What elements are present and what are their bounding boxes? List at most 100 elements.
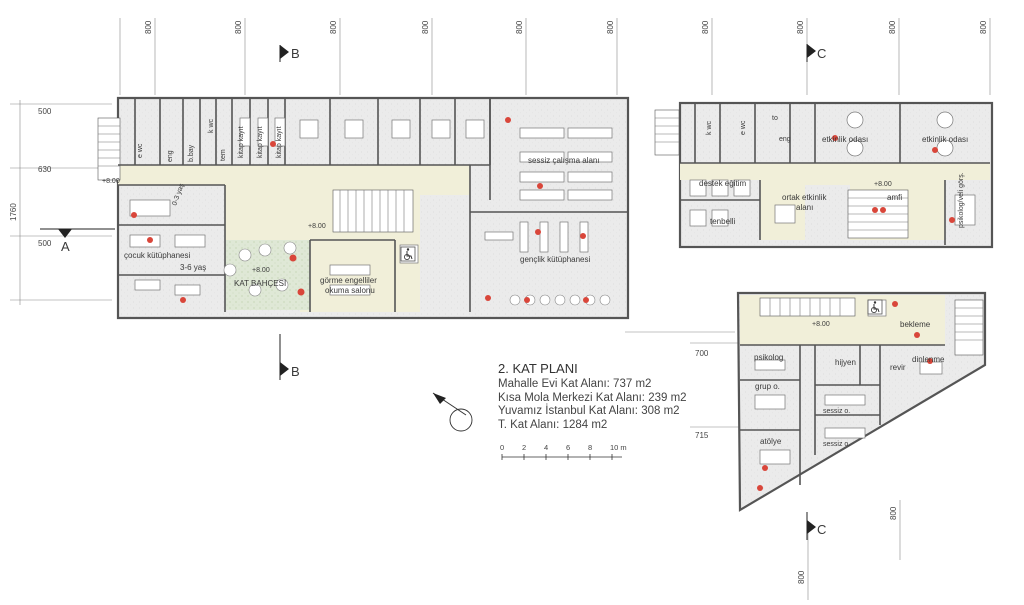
dim-label: 800 bbox=[979, 20, 988, 34]
level-label: +8.00 bbox=[102, 178, 120, 185]
room-label: revir bbox=[890, 363, 906, 372]
furniture bbox=[689, 111, 976, 227]
level-label: +8.00 bbox=[252, 267, 270, 274]
room-label: okuma salonu bbox=[325, 286, 375, 295]
section-marker-b-bottom: B bbox=[279, 334, 300, 380]
accent-figures bbox=[131, 117, 589, 303]
dimension-lines bbox=[10, 18, 991, 600]
dim-label: 800 bbox=[796, 20, 805, 34]
room-label: kitap kayıt bbox=[257, 126, 264, 158]
scale-tick: 10 m bbox=[610, 443, 627, 452]
north-arrow-icon bbox=[432, 392, 473, 432]
stairs bbox=[654, 109, 909, 239]
level-label: +8.00 bbox=[308, 223, 326, 230]
room-label: tem bbox=[220, 149, 227, 161]
section-label: B bbox=[291, 46, 300, 61]
dim-label: 630 bbox=[38, 165, 52, 174]
room-label: eng bbox=[167, 150, 174, 162]
dimension-labels-top-right: 800 800 800 800 bbox=[701, 20, 988, 34]
room-label: sessiz çalışma alanı bbox=[528, 156, 600, 165]
accent-figures bbox=[757, 301, 933, 491]
scale-tick: 8 bbox=[588, 443, 593, 452]
scale-bar-graphic bbox=[501, 454, 622, 460]
dim-label: 800 bbox=[888, 20, 897, 34]
building-yuvamiz bbox=[736, 291, 987, 512]
section-label: C bbox=[817, 522, 826, 537]
dim-label: 800 bbox=[421, 20, 430, 34]
room-label: etkinlik odası bbox=[822, 135, 868, 144]
dimension-labels-left: 500 630 500 1760 700 715 800 800 bbox=[9, 107, 898, 584]
room-label: k wc bbox=[706, 121, 713, 136]
dim-label: 800 bbox=[701, 20, 710, 34]
section-marker-b-top: B bbox=[279, 45, 300, 62]
dim-label: 800 bbox=[329, 20, 338, 34]
room-label: atölye bbox=[760, 437, 782, 446]
section-label: B bbox=[291, 364, 300, 379]
room-label: k wc bbox=[208, 119, 215, 134]
dim-label: 1760 bbox=[9, 203, 18, 221]
level-label: +8.00 bbox=[812, 321, 830, 328]
room-label: KAT BAHÇESİ bbox=[234, 279, 286, 288]
building-kisa-mola bbox=[654, 101, 994, 249]
room-label: görme engelliler bbox=[320, 276, 377, 285]
scale-tick: 4 bbox=[544, 443, 549, 452]
area-line: Kısa Mola Merkezi Kat Alanı: 239 m2 bbox=[498, 391, 687, 404]
room-label: eng bbox=[779, 136, 791, 143]
dim-label: 800 bbox=[144, 20, 153, 34]
room-label: b.bay bbox=[188, 144, 195, 162]
room-label: to bbox=[772, 115, 778, 122]
room-label: çocuk kütüphanesi bbox=[124, 251, 190, 260]
dim-label: 800 bbox=[797, 570, 806, 584]
dim-label: 500 bbox=[38, 107, 52, 116]
accent-figures bbox=[832, 135, 955, 223]
room-label: kitap kayıt bbox=[276, 126, 283, 158]
plan-title: 2. KAT PLANI bbox=[498, 361, 578, 376]
dimension-labels-top-left: 800 800 800 800 800 800 bbox=[144, 20, 615, 34]
room-label: dinlenme bbox=[912, 355, 945, 364]
room-label: grup o. bbox=[755, 382, 780, 391]
dim-label: 715 bbox=[695, 431, 709, 440]
scale-tick: 2 bbox=[522, 443, 527, 452]
room-labels-yuvamiz: bekleme psikolog hijyen revir dinlenme g… bbox=[754, 320, 945, 448]
section-label: C bbox=[817, 46, 826, 61]
dim-label: 800 bbox=[889, 506, 898, 520]
stairs bbox=[97, 117, 414, 233]
building-mahalle-evi bbox=[97, 96, 630, 320]
dim-label: 500 bbox=[38, 239, 52, 248]
room-label: sessiz o. bbox=[823, 408, 850, 415]
room-label: sessiz o. bbox=[823, 441, 850, 448]
interior-walls bbox=[740, 344, 945, 485]
level-label: +8.00 bbox=[874, 181, 892, 188]
section-label: A bbox=[61, 239, 70, 254]
room-label: ortak etkinlik bbox=[782, 193, 827, 202]
scale-tick: 6 bbox=[566, 443, 571, 452]
dim-label: 800 bbox=[234, 20, 243, 34]
room-labels-mahalle-evi: e wc eng b.bay k wc tem kitap kayıt kita… bbox=[102, 119, 600, 296]
stairs bbox=[759, 297, 984, 356]
section-marker-c-top: C bbox=[806, 44, 826, 62]
interior-walls bbox=[680, 103, 990, 245]
dim-label: 800 bbox=[515, 20, 524, 34]
room-label: gençlik kütüphanesi bbox=[520, 255, 590, 264]
room-label: psikolog/veli görş. bbox=[958, 172, 965, 228]
wheelchair-icon bbox=[867, 299, 883, 315]
room-labels-kisa-mola: k wc e wc to eng etkinlik odası etkinlik… bbox=[699, 115, 968, 228]
area-line: Yuvamız İstanbul Kat Alanı: 308 m2 bbox=[498, 405, 680, 417]
section-marker-c-bottom: C bbox=[806, 512, 826, 540]
section-marker-a: A bbox=[40, 228, 115, 254]
wheelchair-icon bbox=[400, 246, 416, 262]
scale-tick: 0 bbox=[500, 443, 505, 452]
area-line: Mahalle Evi Kat Alanı: 737 m2 bbox=[498, 378, 652, 390]
room-label: bekleme bbox=[900, 320, 931, 329]
room-label: etkinlik odası bbox=[922, 135, 968, 144]
room-label: hijyen bbox=[835, 358, 856, 367]
room-label: 3-6 yaş bbox=[180, 263, 206, 272]
room-label: e wc bbox=[740, 120, 747, 135]
plan-info: 2. KAT PLANI Mahalle Evi Kat Alanı: 737 … bbox=[498, 361, 738, 432]
room-label: tenbelli bbox=[710, 217, 736, 226]
area-line: T. Kat Alanı: 1284 m2 bbox=[498, 418, 608, 431]
room-label: alanı bbox=[796, 203, 813, 212]
furniture bbox=[129, 117, 613, 296]
room-label: destek eğitim bbox=[699, 179, 746, 188]
